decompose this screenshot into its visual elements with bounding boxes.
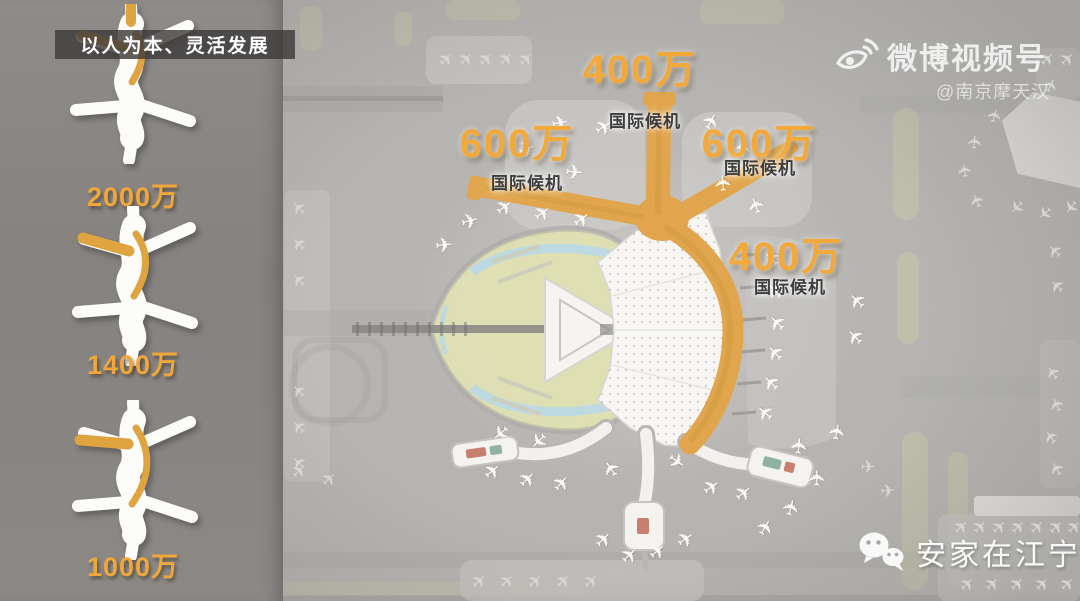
bottom-watermark: 安家在江宁	[858, 530, 1080, 574]
annotation-west-label: 国际候机	[491, 174, 563, 193]
annotation-southeast-label: 国际候机	[754, 278, 826, 297]
terminal-phase-icon-2000	[70, 4, 196, 164]
terminal-phase-icon-1000	[72, 400, 198, 560]
weibo-video-watermark: 微博视频号	[833, 34, 1047, 78]
annotation-north-label: 国际候机	[609, 112, 681, 131]
weibo-brand-text: 微博视频号	[887, 43, 1047, 76]
terminal-phase-icon-1400	[72, 206, 198, 366]
phase-sidebar: 2000万 1400万	[0, 0, 295, 601]
bottom-watermark-text: 安家在江宁	[916, 539, 1080, 572]
weibo-handle-watermark: @南京摩天汉	[936, 82, 1051, 102]
annotation-east-capacity: 600万	[701, 122, 817, 166]
annotation-north-capacity: 400万	[582, 48, 698, 92]
weibo-video-icon	[836, 38, 879, 69]
phase-capacity-1400: 1400万	[86, 350, 180, 380]
annotation-west-capacity: 600万	[459, 122, 575, 166]
slogan-text: 以人为本、灵活发展	[80, 36, 270, 57]
phase-capacity-1000: 1000万	[86, 552, 180, 582]
annotation-southeast-capacity: 400万	[728, 235, 844, 279]
slogan-badge: 以人为本、灵活发展	[55, 30, 295, 59]
wechat-icon	[859, 532, 904, 571]
annotation-east-label: 国际候机	[724, 159, 796, 178]
